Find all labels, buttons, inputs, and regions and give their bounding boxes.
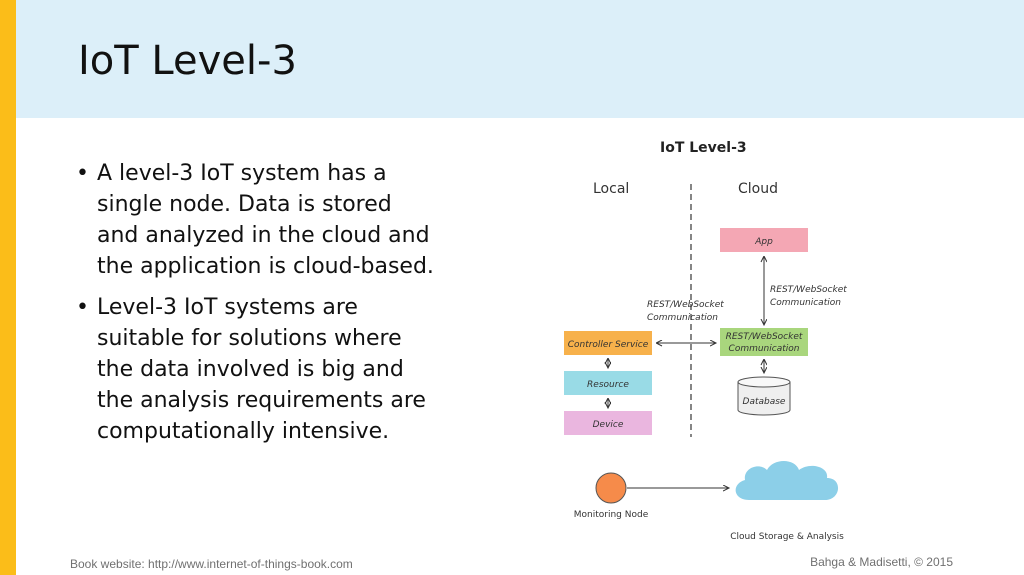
iot-level3-diagram: IoT Level-3 Local Cloud App REST/WebSock… — [564, 140, 847, 542]
monitoring-node-label: Monitoring Node — [574, 510, 649, 520]
app-box — [720, 228, 808, 252]
device-label: Device — [593, 420, 624, 430]
database-label: Database — [743, 397, 786, 407]
rest-left-label-line1: REST/WebSocket — [647, 300, 724, 310]
left-accent-bar — [0, 0, 16, 575]
slide-title: IoT Level-3 — [78, 38, 297, 84]
footer-copyright: Bahga & Madisetti, © 2015 — [810, 555, 953, 569]
rest-left-label-line2: Communication — [647, 313, 718, 323]
bullet-item: A level-3 IoT system has a single node. … — [76, 158, 436, 282]
device-box — [564, 411, 652, 435]
monitoring-node-icon — [595, 472, 627, 504]
rest-right-label-line1: REST/WebSocket — [770, 285, 847, 295]
local-label: Local — [593, 181, 629, 197]
rest-box-line1: REST/WebSocket — [726, 332, 803, 342]
rest-right-label-line2: Communication — [770, 298, 841, 308]
title-banner — [16, 0, 1024, 118]
cloud-label: Cloud — [738, 181, 778, 197]
diagram-title: IoT Level-3 — [660, 140, 747, 156]
resource-label: Resource — [587, 380, 629, 390]
cloud-icon — [735, 461, 839, 500]
controller-service-box — [564, 331, 652, 355]
app-label: App — [754, 237, 773, 247]
resource-box — [564, 371, 652, 395]
rest-box-line2: Communication — [729, 344, 800, 354]
controller-service-label: Controller Service — [568, 340, 649, 350]
rest-websocket-box — [720, 328, 808, 356]
database-icon — [737, 376, 791, 416]
bullet-item: Level-3 IoT systems are suitable for sol… — [76, 292, 436, 447]
bullet-list: A level-3 IoT system has a single node. … — [76, 158, 436, 457]
cloud-storage-label: Cloud Storage & Analysis — [730, 532, 844, 542]
footer-website: Book website: http://www.internet-of-thi… — [70, 557, 353, 571]
